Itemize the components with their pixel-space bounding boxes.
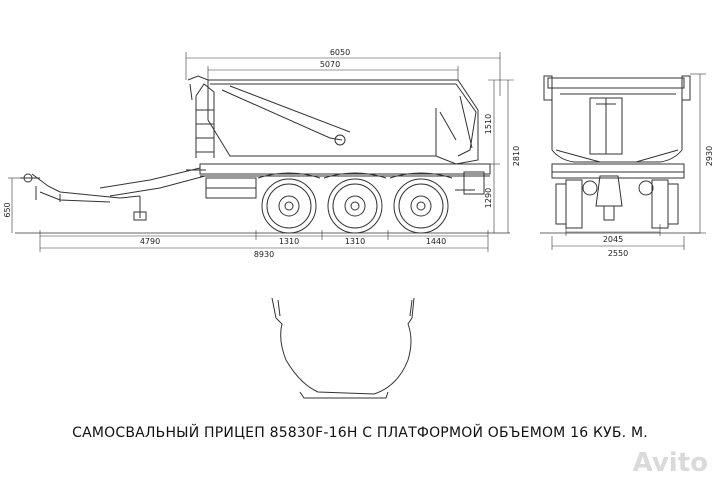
- dim-1310-a: 1310: [279, 237, 299, 246]
- dim-1440: 1440: [426, 237, 446, 246]
- avito-watermark: Avito: [632, 448, 708, 478]
- rear-view: [540, 75, 700, 234]
- tipper-body: [187, 75, 479, 165]
- wheel-axle-3: [393, 178, 449, 234]
- dim-8930: 8930: [254, 250, 274, 259]
- body-cross-section: [271, 297, 415, 399]
- dim-1290: 1290: [484, 188, 493, 208]
- rear-dimensions: [551, 73, 706, 250]
- dim-4790: 4790: [140, 237, 160, 246]
- dim-2930: 2930: [705, 146, 714, 166]
- rear-dimension-labels: 2045 2550 2930: [603, 146, 714, 258]
- dim-1510: 1510: [484, 114, 493, 134]
- side-view: [15, 75, 510, 234]
- dim-650: 650: [3, 202, 12, 217]
- drawing-caption: САМОСВАЛЬНЫЙ ПРИЦЕП 85830F-16H С ПЛАТФОР…: [72, 425, 648, 441]
- wheel-axle-1: [261, 178, 317, 234]
- dim-2550: 2550: [608, 249, 628, 258]
- side-dimensions: [8, 52, 514, 252]
- drawbar: [20, 167, 206, 221]
- dim-2045: 2045: [603, 235, 623, 244]
- dim-6050: 6050: [330, 48, 350, 57]
- dim-1310-b: 1310: [345, 237, 365, 246]
- side-dimension-labels: 6050 5070 650 4790 1310 1310 1440 8930 1…: [3, 48, 521, 259]
- dim-5070: 5070: [320, 60, 340, 69]
- wheel-axle-2: [327, 178, 383, 234]
- dim-2810: 2810: [512, 146, 521, 166]
